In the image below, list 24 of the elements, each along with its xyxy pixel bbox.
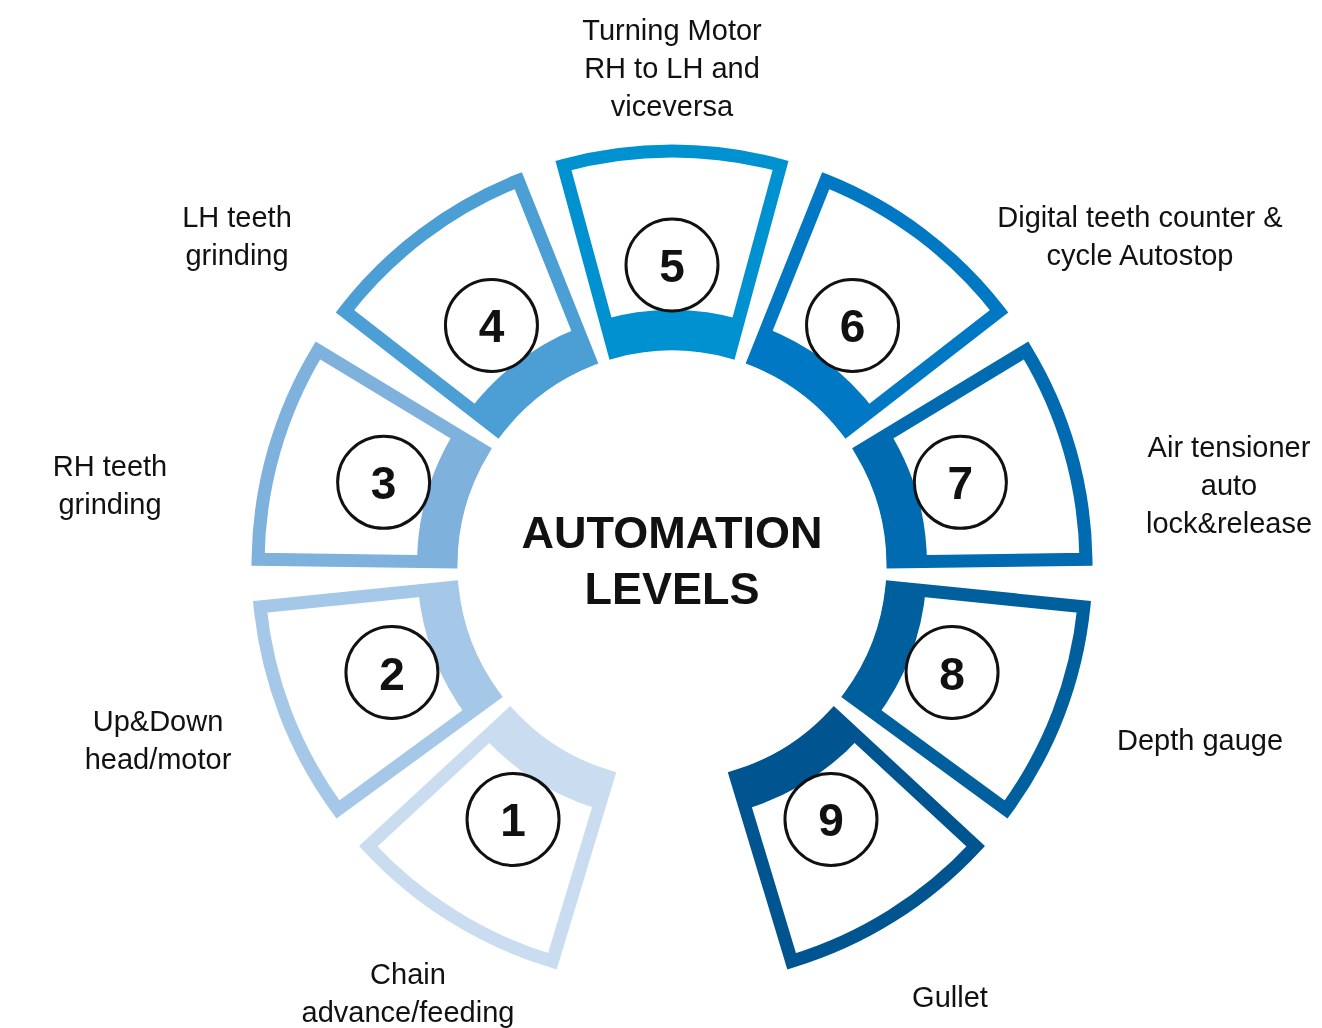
number-circle: 4 bbox=[443, 277, 539, 373]
level-label: Up&Down head/motor bbox=[83, 704, 233, 777]
title: AUTOMATION LEVELS bbox=[520, 506, 824, 616]
number-circle: 9 bbox=[783, 771, 879, 867]
level-label: RH teeth grinding bbox=[51, 449, 169, 522]
number-circle: 7 bbox=[912, 434, 1008, 530]
level-segment bbox=[253, 580, 501, 816]
level-label: Depth gauge bbox=[1115, 723, 1285, 758]
level-segment bbox=[854, 344, 1093, 569]
level-label: Turning Motor RH to LH and viceversa bbox=[581, 13, 763, 124]
level-label: LH teeth grinding bbox=[181, 200, 293, 273]
level-label: Air tensioner auto lock&release bbox=[1145, 430, 1313, 541]
number-circle: 8 bbox=[904, 625, 1000, 720]
number-circle: 6 bbox=[805, 277, 901, 373]
number-circle: 5 bbox=[624, 217, 720, 313]
level-segment bbox=[556, 145, 788, 359]
level-segment bbox=[729, 708, 983, 968]
level-label: Gullet bbox=[911, 980, 989, 1015]
number-circle: 3 bbox=[336, 434, 432, 530]
level-label: Digital teeth counter & cycle Autostop bbox=[996, 200, 1284, 273]
level-segment bbox=[338, 174, 597, 437]
level-label: Chain advance/feeding bbox=[300, 957, 516, 1028]
number-circle: 1 bbox=[465, 771, 561, 867]
number-circle: 2 bbox=[344, 625, 440, 720]
